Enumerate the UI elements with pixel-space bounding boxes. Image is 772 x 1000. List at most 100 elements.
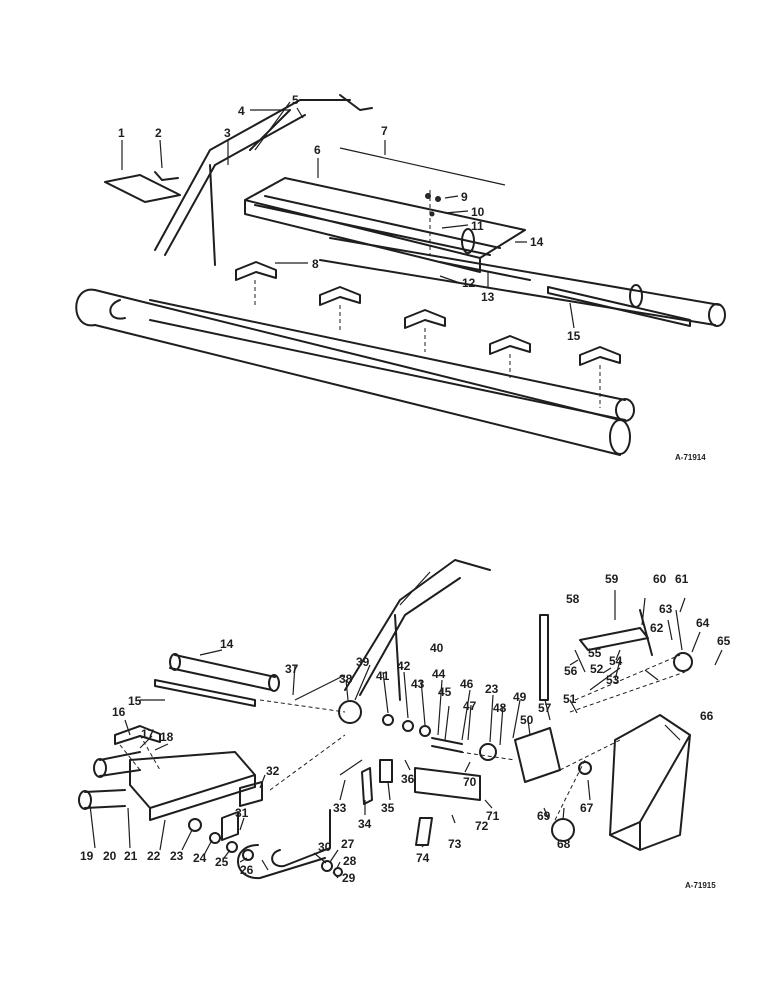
callout-15: 15 (567, 329, 581, 343)
callout-21: 21 (124, 849, 138, 863)
frame-tube-rear-end (615, 398, 635, 422)
bracket-16 (114, 725, 161, 745)
callout-19: 19 (80, 849, 94, 863)
callout-32: 32 (266, 764, 280, 778)
callout-15-lower: 15 (128, 694, 142, 708)
callout-55: 55 (588, 646, 602, 660)
callout-10: 10 (471, 205, 485, 219)
callout-20: 20 (103, 849, 117, 863)
cross-tube (319, 237, 721, 326)
frame-end-bend-lower (237, 809, 331, 880)
callout-7: 7 (381, 124, 388, 138)
cross-tube-collar-1 (461, 228, 475, 254)
callout-2: 2 (155, 126, 162, 140)
callout-34: 34 (358, 817, 372, 831)
callout-73: 73 (448, 837, 462, 851)
callout-24: 24 (193, 851, 207, 865)
bracket-32 (239, 781, 263, 807)
rod-37 (294, 674, 346, 701)
callout-54: 54 (609, 654, 623, 668)
callout-72: 72 (475, 819, 489, 833)
callout-68: 68 (557, 837, 571, 851)
tube-stub-19 (84, 789, 126, 809)
callout-64: 64 (696, 616, 710, 630)
cross-tube-end (708, 303, 726, 327)
figure-reference-lower: A-71915 (685, 881, 716, 890)
callout-69: 69 (537, 809, 551, 823)
drive-chain (554, 654, 686, 821)
assembly-dashes (119, 699, 621, 791)
callout-45: 45 (438, 685, 452, 699)
angle-bar-13 (439, 261, 531, 281)
callout-9: 9 (461, 190, 468, 204)
callout-22: 22 (147, 849, 161, 863)
callout-18: 18 (160, 730, 174, 744)
cross-tube-collar-2 (629, 284, 643, 308)
frame-tube-front-end (609, 419, 631, 455)
shaft-45 (431, 737, 463, 753)
callout-37: 37 (285, 662, 299, 676)
frame-tube-front (94, 289, 621, 456)
callout-11: 11 (471, 219, 484, 233)
plate-50 (514, 727, 561, 783)
callout-70: 70 (463, 775, 477, 789)
callout-56: 56 (564, 664, 578, 678)
callout-58: 58 (566, 592, 580, 606)
callout-23-lower: 23 (485, 682, 499, 696)
callout-23: 23 (170, 849, 184, 863)
callout-47: 47 (463, 699, 477, 713)
callout-65: 65 (717, 634, 731, 648)
callout-61: 61 (675, 572, 689, 586)
callout-35: 35 (381, 801, 395, 815)
callout-27: 27 (341, 837, 355, 851)
lift-spring-lower (399, 571, 431, 606)
callout-59: 59 (605, 572, 619, 586)
platform-plate (244, 177, 526, 273)
clip-35 (379, 759, 393, 783)
angle-bar-15-lower (154, 679, 256, 707)
cross-tube-14 (169, 654, 276, 691)
callout-62: 62 (650, 621, 664, 635)
callout-16: 16 (112, 705, 126, 719)
figure-reference-upper: A-71914 (675, 453, 706, 462)
tube-stub-upper (99, 751, 141, 777)
mount-plate (129, 751, 256, 821)
shield-71 (414, 767, 481, 801)
callout-51: 51 (563, 692, 577, 706)
bearing-39 (338, 700, 362, 724)
callout-14: 14 (530, 235, 544, 249)
figure-lower: 14 15 16 17 18 19 20 21 22 23 24 25 26 2… (78, 559, 731, 890)
callout-28: 28 (343, 854, 357, 868)
spring-33 (339, 759, 363, 776)
part-2-clip (154, 171, 179, 181)
callout-40: 40 (430, 641, 444, 655)
callout-29: 29 (342, 871, 356, 885)
callout-14-lower: 14 (220, 637, 234, 651)
sprocket-64 (673, 652, 693, 672)
callout-41: 41 (376, 669, 390, 683)
callout-57: 57 (538, 701, 552, 715)
callout-12: 12 (462, 276, 476, 290)
callout-48: 48 (493, 701, 507, 715)
callout-1: 1 (118, 126, 125, 140)
callout-36: 36 (401, 772, 415, 786)
callout-3: 3 (224, 126, 231, 140)
leaders-upper (121, 107, 575, 329)
bracket-group (235, 261, 621, 408)
phantom-line-7 (339, 147, 506, 186)
lift-arm (154, 99, 351, 266)
callout-66: 66 (700, 709, 714, 723)
callout-43: 43 (411, 677, 425, 691)
callout-17: 17 (141, 727, 155, 741)
sprocket-48 (479, 743, 497, 761)
bracket-59 (579, 609, 653, 656)
callout-39: 39 (356, 655, 370, 669)
clip-34 (361, 767, 373, 805)
strap-57 (539, 614, 549, 701)
callout-42: 42 (397, 659, 411, 673)
callout-74: 74 (416, 851, 430, 865)
callout-33: 33 (333, 801, 347, 815)
lift-brace (339, 94, 373, 111)
callout-25: 25 (215, 855, 229, 869)
sprocket-67 (578, 761, 592, 775)
